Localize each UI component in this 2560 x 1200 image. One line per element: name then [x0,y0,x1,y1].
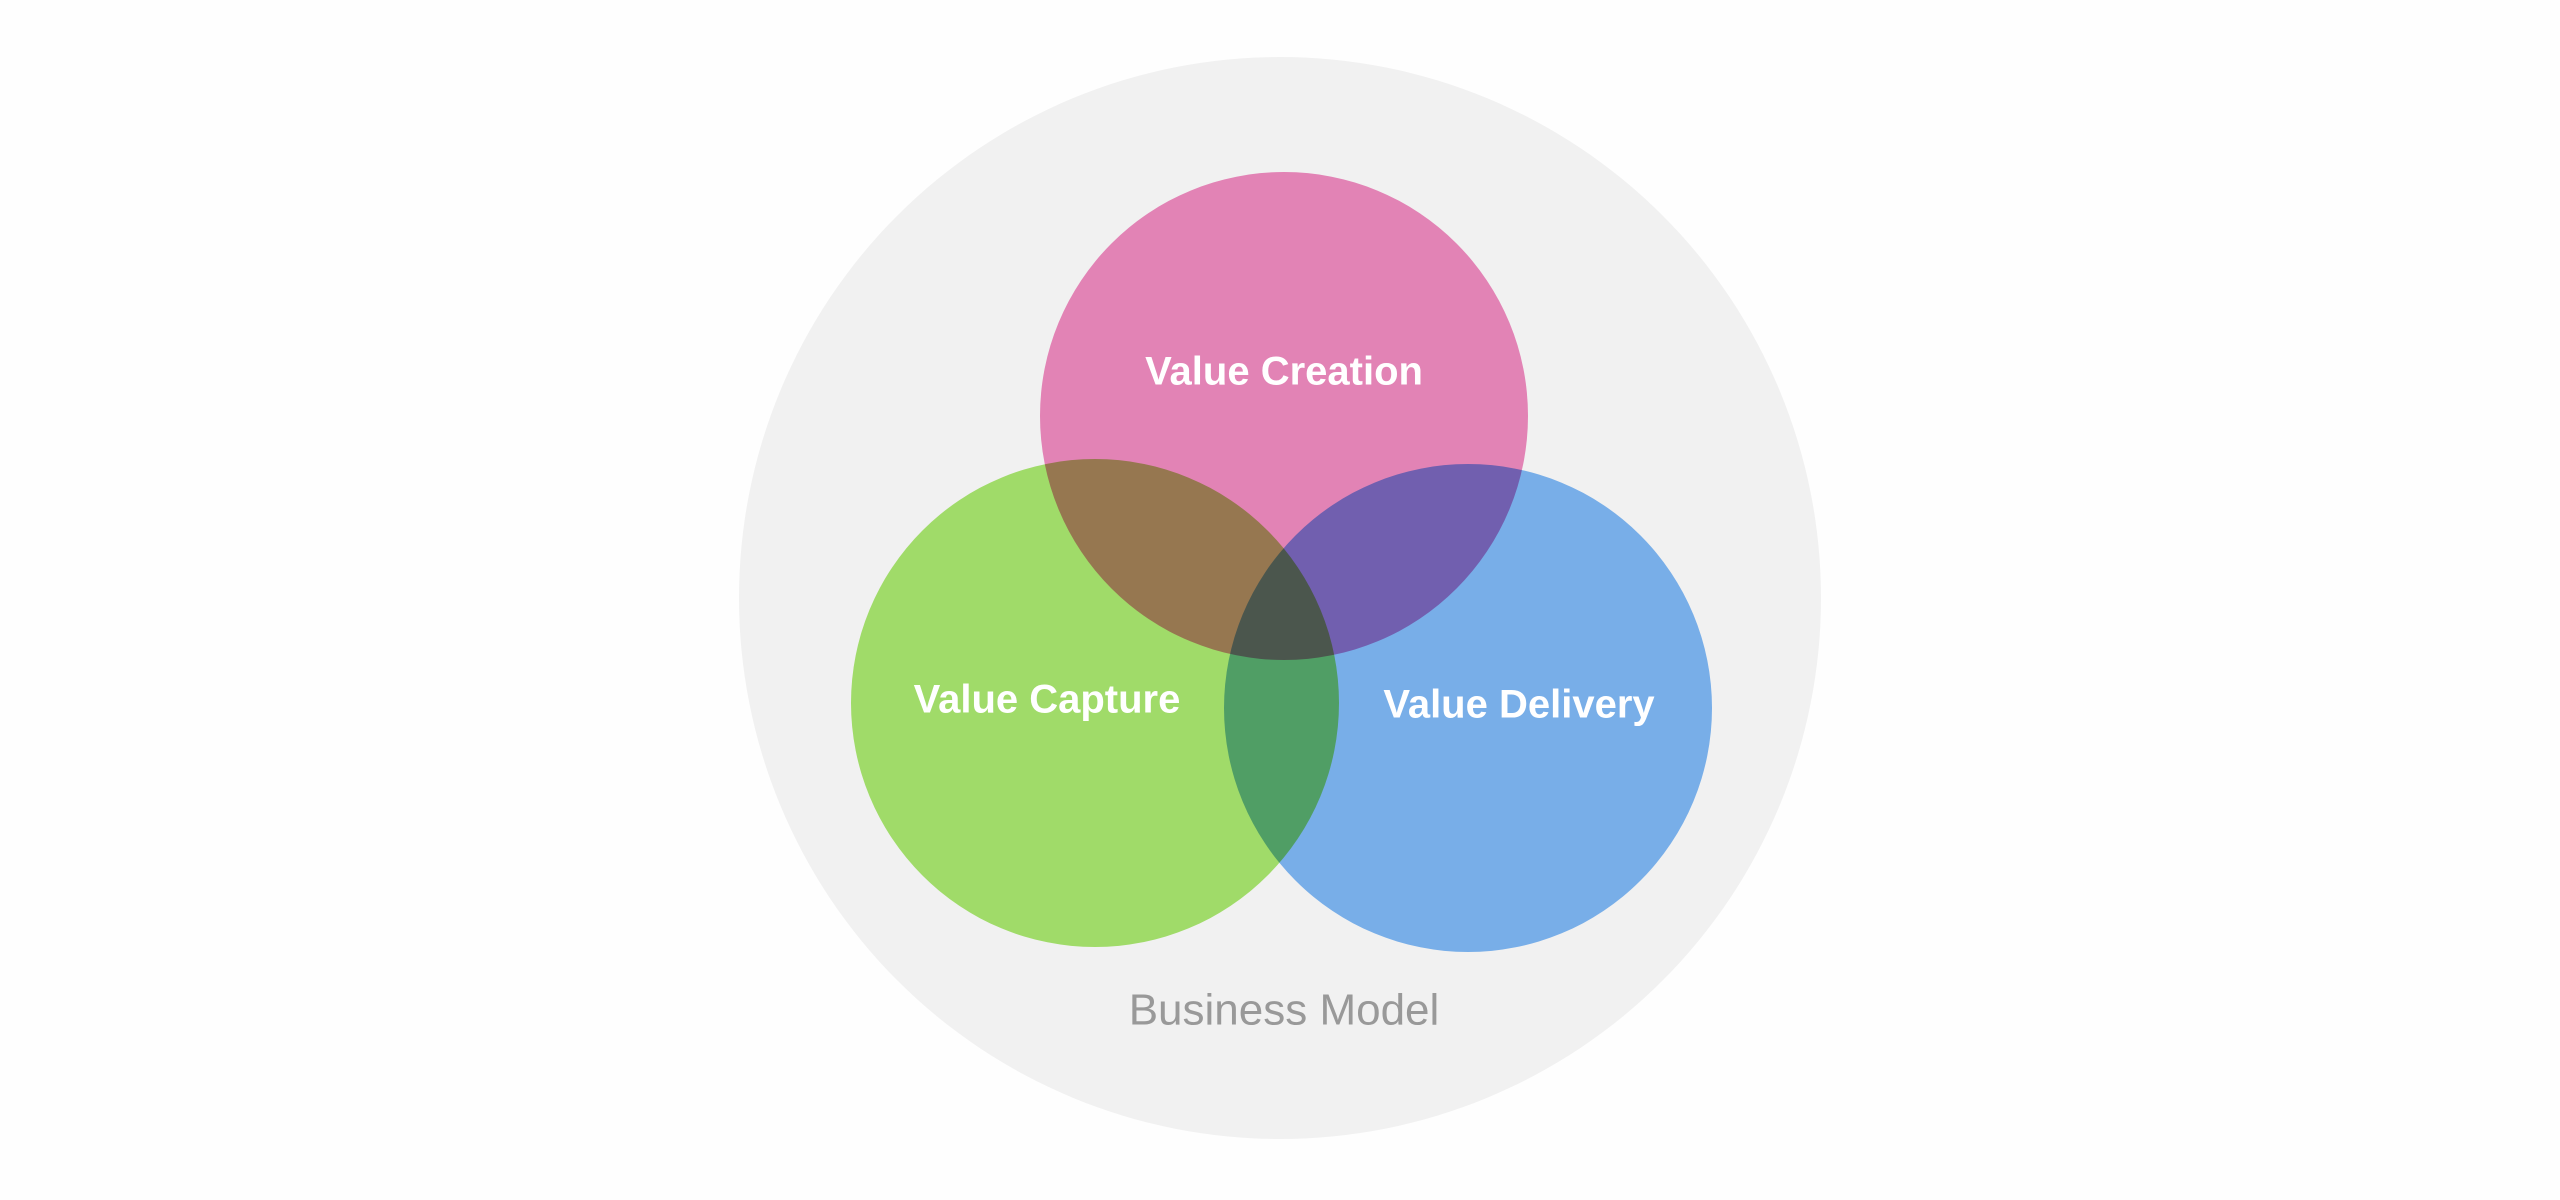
value-delivery-circle [1224,464,1712,952]
value-creation-label: Value Creation [1145,350,1423,394]
value-capture-label: Value Capture [914,678,1181,722]
value-delivery-label: Value Delivery [1383,683,1655,727]
business-model-label: Business Model [1129,986,1440,1035]
value-capture-circle [851,459,1339,947]
